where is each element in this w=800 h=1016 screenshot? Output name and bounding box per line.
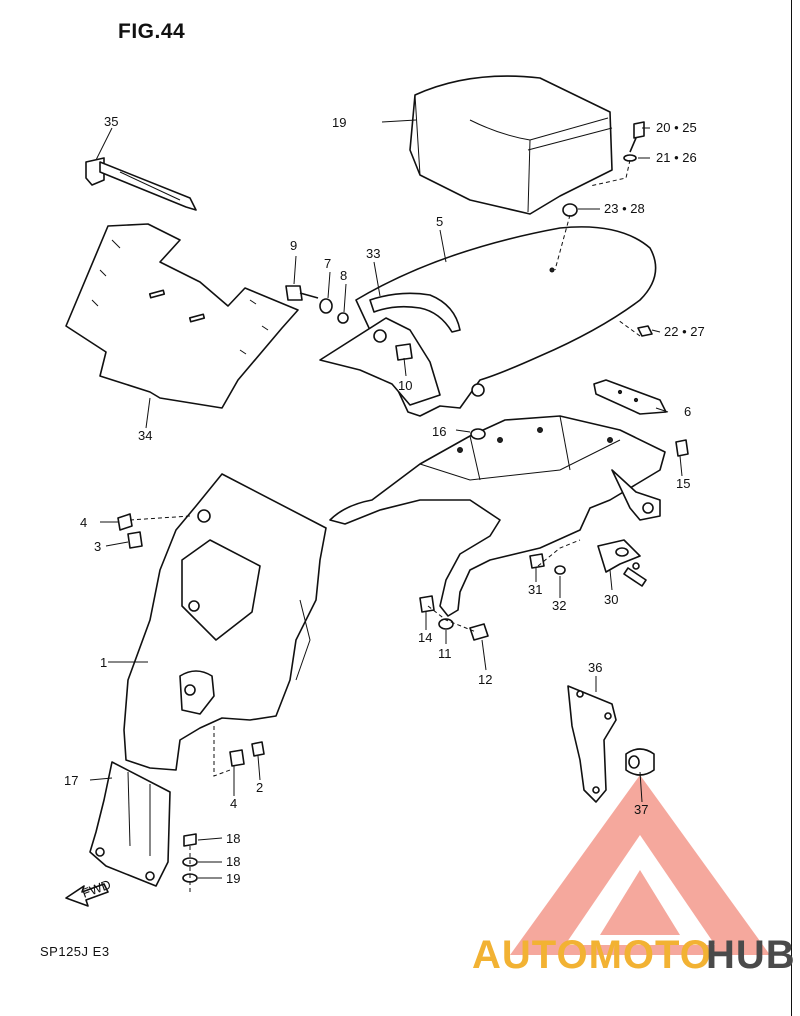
fasteners — [117, 121, 689, 883]
callout-16: 17 — [64, 773, 78, 788]
part-4-nut-upper — [117, 513, 133, 531]
part-35-strap — [85, 157, 197, 211]
part-21-bolt — [633, 121, 645, 139]
part-30-lock — [597, 539, 647, 587]
part-10-nut — [395, 343, 413, 361]
callout-8: 8 — [340, 268, 347, 283]
part-6-plate — [593, 379, 667, 415]
part-34-flap — [65, 223, 299, 409]
part-3-bolt — [127, 531, 143, 549]
callout-4-upper: 4 — [80, 515, 87, 530]
callout-4-lower: 4 — [230, 796, 237, 811]
callout-19: 19 — [226, 871, 240, 886]
leader-lines — [89, 119, 683, 879]
callout-35: 35 — [104, 114, 118, 129]
part-5-cover — [319, 226, 657, 417]
callout-9: 9 — [290, 238, 297, 253]
callout-21-26: 20 • 25 — [656, 120, 697, 135]
part-31-bolt — [529, 553, 545, 569]
part-12-bolt — [469, 623, 489, 641]
callout-22-27: 21 • 26 — [656, 150, 697, 165]
callout-7: 7 — [324, 256, 331, 271]
part-4-nut-lower — [229, 749, 245, 767]
callout-37: 37 — [634, 802, 648, 817]
part-11-washer — [438, 618, 454, 630]
figure-title: FIG.44 — [118, 20, 186, 43]
part-7-spacer — [319, 298, 333, 314]
watermark-text-automoto: AUTOMOTO — [472, 933, 712, 977]
callout-33: 33 — [366, 246, 380, 261]
part-15-cap — [470, 428, 486, 440]
callout-34: 34 — [138, 428, 152, 443]
callout-15: 16 — [432, 424, 446, 439]
part-32-washer — [554, 565, 566, 575]
callout-3: 3 — [94, 539, 101, 554]
callout-20-25: 19 — [332, 115, 346, 130]
fwd-label: FWD — [80, 877, 113, 901]
callout-6: 6 — [684, 404, 691, 419]
callout-10: 10 — [398, 378, 412, 393]
part-2-bolt — [251, 741, 265, 757]
part-14-nut — [675, 439, 689, 457]
logo-triangle-core — [600, 870, 680, 935]
callout-2: 2 — [256, 780, 263, 795]
part-8-collar — [337, 312, 349, 324]
part-13-nut — [419, 595, 435, 613]
part-9-bolt-head — [285, 285, 303, 301]
rear-frame — [329, 415, 666, 617]
callout-14: 15 — [676, 476, 690, 491]
page-edge-right — [791, 0, 800, 1016]
model-code: SP125J E3 — [40, 944, 110, 959]
assembly-lines — [129, 159, 641, 892]
callout-30: 30 — [604, 592, 618, 607]
watermark-text-hub: HUB — [706, 933, 796, 977]
callout-31: 31 — [528, 582, 542, 597]
callout-24-29: 23 • 28 — [604, 201, 645, 216]
callout-36: 36 — [588, 660, 602, 675]
part-37-grommet — [625, 748, 655, 776]
callout-32: 32 — [552, 598, 566, 613]
fwd-arrow: FWD — [65, 877, 113, 907]
callout-17: 18 — [226, 831, 240, 846]
callout-1: 1 — [100, 655, 107, 670]
part-17-screw — [183, 833, 197, 847]
part-1-fender — [123, 473, 327, 771]
callout-5: 5 — [436, 214, 443, 229]
callout-11: 11 — [438, 646, 452, 661]
part-23-nut — [637, 325, 653, 337]
part-24-cushion — [562, 203, 578, 217]
watermark-text: AUTOMOTO HUB — [472, 933, 796, 977]
part-36-bracket — [567, 685, 617, 803]
callout-23-28: 22 • 27 — [664, 324, 705, 339]
part-20-seat — [409, 75, 613, 215]
callout-13: 14 — [418, 630, 432, 645]
callout-12: 12 — [478, 672, 492, 687]
watermark-logo — [510, 775, 770, 955]
part-16-lower-flap — [89, 761, 171, 887]
callout-18-text: 18 — [226, 854, 240, 869]
callout-labels: 35 34 19 20 • 25 21 • 26 23 • 28 5 22 • … — [64, 114, 705, 886]
